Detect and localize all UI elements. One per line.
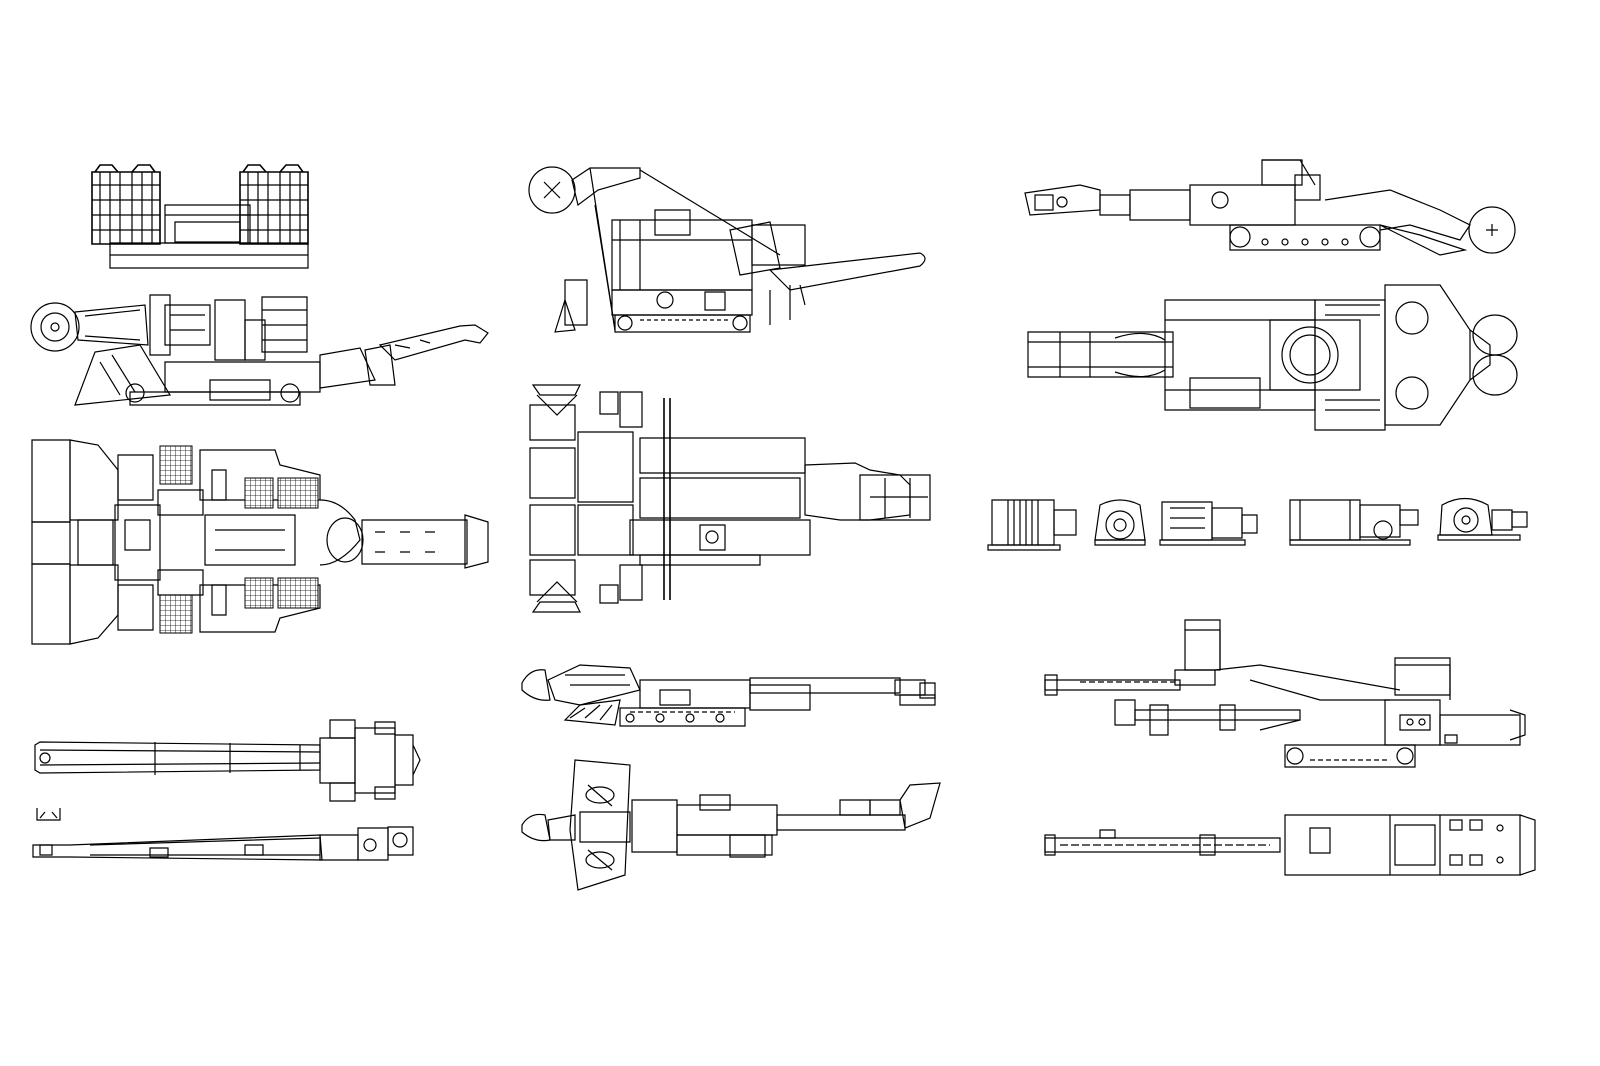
side-view-drilling-jumbo [1045, 620, 1525, 767]
plan-view-loader [530, 385, 930, 612]
boom-side-view [35, 720, 420, 801]
left-drum-cluster [92, 165, 160, 244]
winch-unit-2 [1095, 500, 1145, 545]
plan-view-drill-rig [522, 760, 940, 890]
side-view-shearer [1025, 160, 1515, 255]
winch-unit-1 [988, 500, 1076, 550]
plan-view-shearer [1028, 285, 1517, 430]
winch-unit-4 [1290, 500, 1418, 545]
right-drum-cluster [240, 165, 308, 244]
plan-view-road-header [32, 440, 488, 644]
side-view-road-header [31, 295, 488, 405]
plan-view-drilling-jumbo [1045, 815, 1535, 875]
winch-unit-3 [1160, 502, 1257, 545]
winch-unit-5 [1438, 499, 1527, 541]
front-view-twin-drums [92, 165, 308, 268]
winch-units-row [988, 499, 1527, 551]
boom-plan-view [33, 808, 413, 860]
side-view-shovel-loader [529, 167, 925, 332]
side-view-drill-rig [522, 665, 935, 726]
